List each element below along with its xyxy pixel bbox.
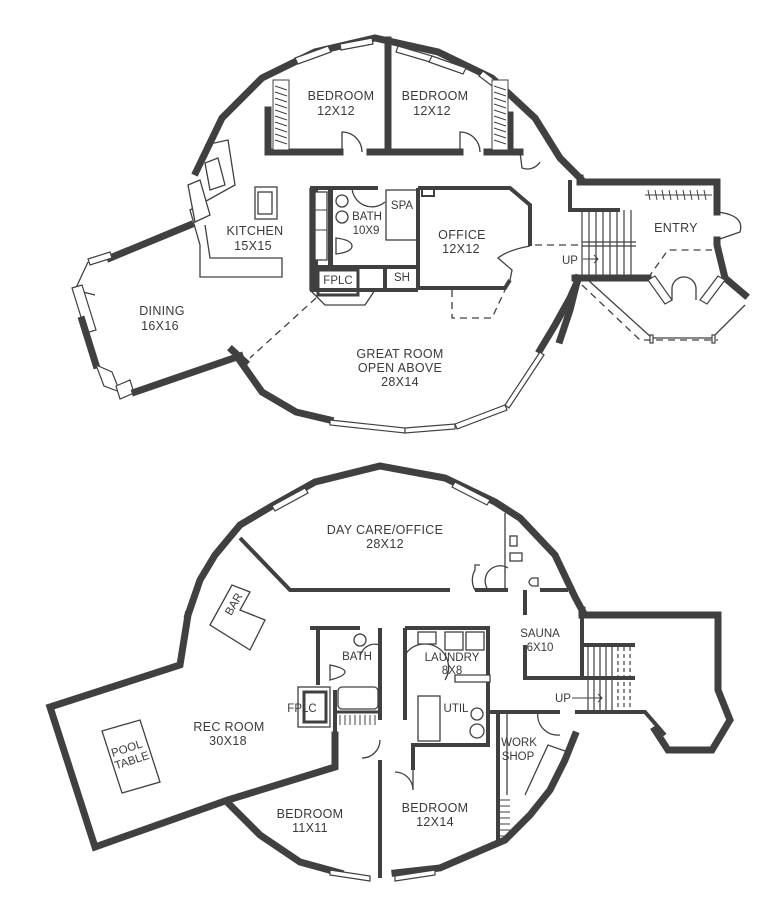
dining-size: 16X16 (141, 319, 179, 333)
fplc-label: FPLC (323, 275, 352, 287)
lower-rec-room (45, 610, 339, 852)
lower-daycare (209, 513, 568, 651)
daycare-label: DAY CARE/OFFICE (327, 523, 444, 537)
lower-level: DAY CARE/OFFICE 28X12 BAR BATH LAUNDRY 8… (45, 462, 734, 882)
daycare-size: 28X12 (366, 537, 404, 551)
bedroom4-label: BEDROOM (402, 801, 469, 815)
util-label: UTIL (444, 703, 470, 715)
lower-labels: DAY CARE/OFFICE 28X12 BAR BATH LAUNDRY 8… (110, 523, 571, 835)
office-size: 12X12 (442, 242, 480, 256)
lower-stair-up-label: UP (555, 693, 571, 705)
upper-bedroom-walls (264, 36, 541, 170)
kitchen-label: KITCHEN (227, 224, 284, 238)
bedroom3-label: BEDROOM (277, 807, 344, 821)
lower-sauna-stair (490, 590, 667, 845)
rec-room-label: REC ROOM (193, 720, 264, 734)
great-room-size: 28X14 (381, 375, 419, 389)
upper-kitchen (187, 139, 283, 278)
great-room-note: OPEN ABOVE (358, 361, 442, 375)
bedroom2-label: BEDROOM (402, 89, 469, 103)
bath-size: 10X9 (353, 225, 380, 237)
lower-core (297, 626, 491, 791)
rec-room-size: 30X18 (209, 734, 247, 748)
lower-bath-label: BATH (342, 651, 372, 663)
bedroom4-size: 12X14 (416, 815, 454, 829)
sauna-size: 6X10 (527, 642, 554, 654)
bath-label: BATH (352, 211, 382, 223)
lower-fplc-label: FPLC (287, 703, 316, 715)
lower-windows (271, 481, 491, 882)
upper-dining (71, 220, 317, 400)
upper-core (309, 186, 420, 306)
bedroom3-size: 11X11 (292, 821, 328, 835)
upper-labels: BEDROOM 12X12 BEDROOM 12X12 KITCHEN 15X1… (139, 89, 698, 389)
laundry-label: LAUNDRY (425, 652, 480, 664)
sauna-label: SAUNA (520, 628, 560, 640)
workshop-label-1: WORK (501, 737, 537, 749)
kitchen-size: 15X15 (234, 239, 272, 253)
upper-entry (535, 178, 750, 345)
dining-label: DINING (139, 304, 185, 318)
bedroom2-size: 12X12 (413, 104, 451, 118)
sh-label: SH (394, 272, 410, 284)
bedroom1-size: 12X12 (317, 104, 355, 118)
entry-label: ENTRY (654, 221, 698, 235)
upper-office (418, 186, 532, 319)
office-label: OFFICE (438, 228, 486, 242)
upper-stair-up-label: UP (562, 255, 578, 267)
great-room-label: GREAT ROOM (356, 347, 443, 361)
laundry-size: 8X8 (442, 665, 462, 677)
workshop-label-2: SHOP (502, 751, 535, 763)
upper-level: BEDROOM 12X12 BEDROOM 12X12 KITCHEN 15X1… (71, 34, 750, 434)
spa-label: SPA (391, 200, 413, 212)
bedroom1-label: BEDROOM (308, 89, 375, 103)
